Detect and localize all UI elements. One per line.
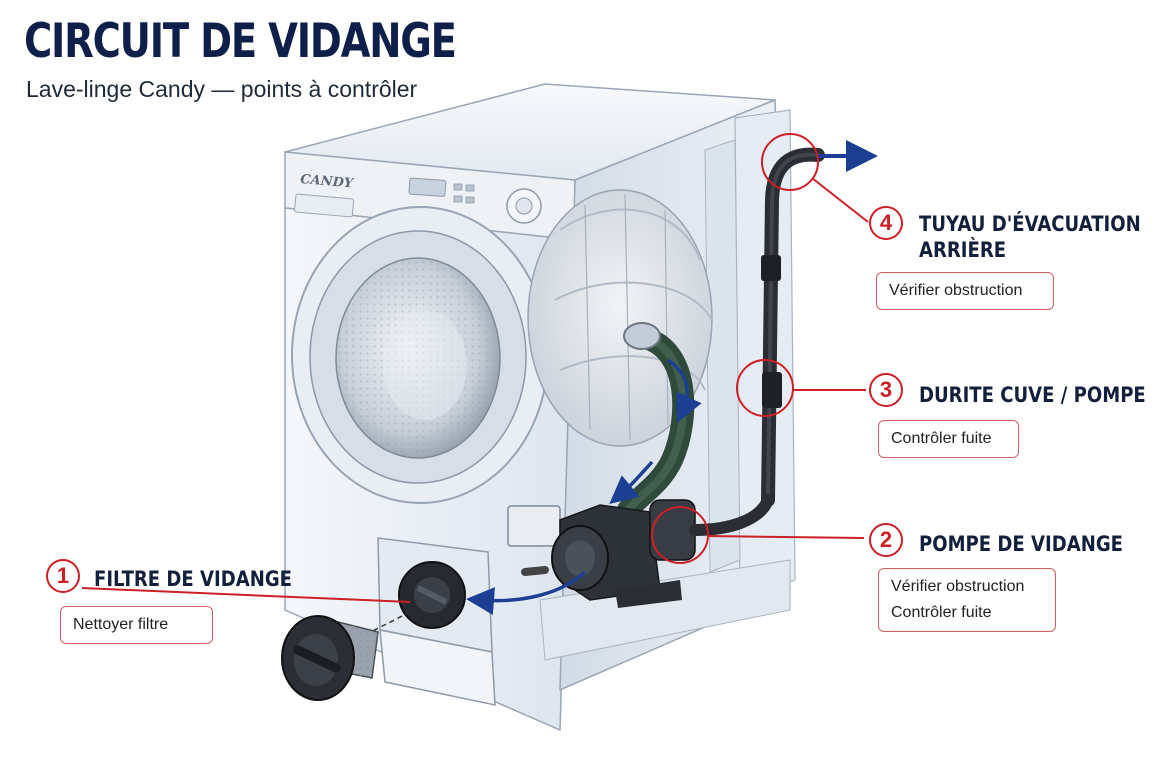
point-action-text: Nettoyer filtre [73,616,169,633]
point-action-box-2: Vérifier obstruction Contrôler fuite [878,568,1056,632]
point-label-2: POMPE DE VIDANGE [919,532,1123,556]
point-label-3: DURITE CUVE / POMPE [919,383,1146,407]
flow-arrow-hose [609,460,654,504]
point-action-box-4: Vérifier obstruction [876,272,1054,310]
highlight-circle-3 [736,359,794,417]
brand-logo: CANDY [300,172,356,192]
flow-arrow-filter [466,570,587,616]
point-action-text: Contrôler fuite [891,430,992,447]
flow-arrow-tub [666,358,702,423]
point-action-text: Vérifier obstruction [891,578,1025,595]
highlight-circle-4 [761,133,819,191]
point-action-box-3: Contrôler fuite [878,420,1019,458]
point-action-text: Vérifier obstruction [889,282,1023,299]
point-number-2: 2 [869,523,903,557]
point-number-1: 1 [46,559,80,593]
highlight-circle-2 [651,506,709,564]
point-action-text: Contrôler fuite [891,604,992,621]
point-label-1: FILTRE DE VIDANGE [94,567,292,591]
point-label-4-line2: ARRIÈRE [919,238,1007,262]
removed-filter [281,615,379,701]
point-number-3: 3 [869,373,903,407]
page-subtitle: Lave-linge Candy — points à contrôler [26,76,418,102]
point-label-4: TUYAU D'ÉVACUATION ARRIÈRE [919,211,1141,263]
page-title: CIRCUIT DE VIDANGE [24,14,457,69]
point-number-4: 4 [869,206,903,240]
point-label-4-line1: TUYAU D'ÉVACUATION [919,212,1141,236]
point-action-box-1: Nettoyer filtre [60,606,213,644]
